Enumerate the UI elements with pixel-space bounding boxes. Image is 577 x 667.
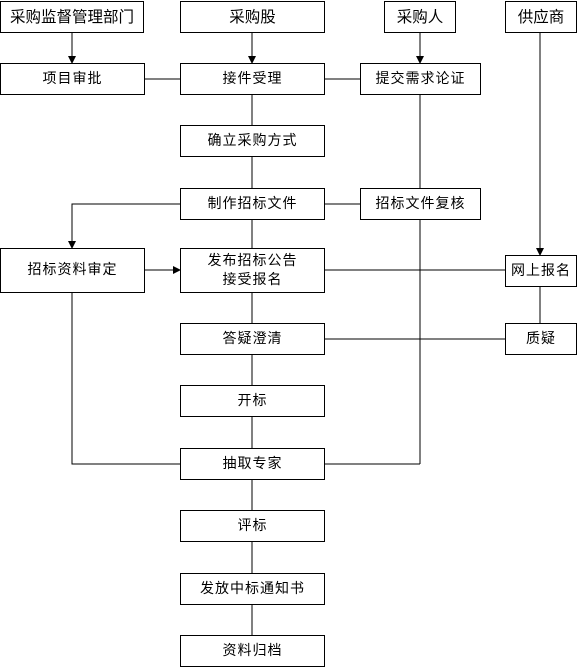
step-online-registration: 网上报名: [505, 255, 577, 287]
header-supplier: 供应商: [505, 1, 577, 33]
step-project-approval: 项目审批: [0, 63, 145, 95]
step-bid-opening: 开标: [180, 385, 325, 417]
step-answer-questions: 答疑澄清: [180, 323, 325, 355]
step-question: 质疑: [505, 323, 577, 355]
publish-notice-line1: 发布招标公告: [207, 252, 298, 269]
step-tender-review: 招标资料审定: [0, 248, 145, 293]
header-purchaser: 采购人: [384, 1, 456, 33]
header-supervision-dept: 采购监督管理部门: [0, 1, 144, 33]
step-determine-method: 确立采购方式: [180, 125, 325, 157]
step-issue-award-notice: 发放中标通知书: [180, 573, 325, 605]
arrow-docs-to-tender-review: [68, 203, 181, 249]
step-bid-evaluation: 评标: [180, 510, 325, 542]
step-draw-experts: 抽取专家: [180, 448, 325, 480]
step-archive: 资料归档: [180, 635, 325, 667]
publish-notice-line2: 接受报名: [222, 271, 283, 288]
step-accept-entrust: 接件受理: [180, 63, 325, 95]
step-submit-demand: 提交需求论证: [360, 63, 481, 95]
step-review-tender-docs: 招标文件复核: [360, 188, 481, 220]
step-publish-notice: 发布招标公告 接受报名: [180, 248, 325, 293]
step-make-tender-docs: 制作招标文件: [180, 188, 325, 220]
line-tender-review-to-experts: [71, 292, 181, 465]
header-procurement-unit: 采购股: [180, 1, 325, 33]
